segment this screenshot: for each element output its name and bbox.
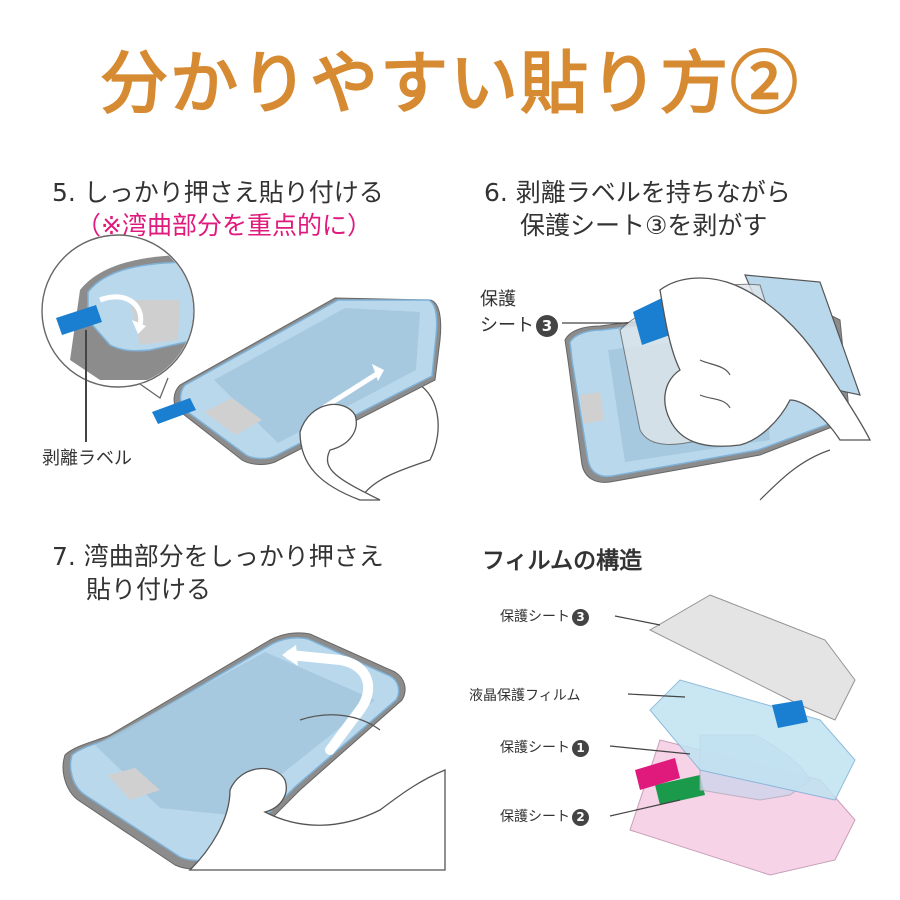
step5-finger xyxy=(299,403,381,501)
step5-callout-pointer xyxy=(139,377,169,400)
layer-lcd-film xyxy=(649,679,856,801)
layer-sheet2-tab xyxy=(655,775,705,805)
step5-home-area xyxy=(204,398,262,435)
step5-peel-tab xyxy=(152,398,196,424)
step7-arrow-head xyxy=(282,645,298,666)
layer-label-lcd-film: 液晶保護フィルム xyxy=(469,688,581,704)
step7-arrow xyxy=(285,650,374,755)
layer-sheet1-tab xyxy=(635,758,680,790)
step5-arrow xyxy=(318,369,382,413)
step6-line1: 6. 剥離ラベルを持ちながら xyxy=(484,178,791,207)
step5-zoom-peel-tab xyxy=(56,305,102,335)
step6-home-area xyxy=(580,392,604,424)
step6-text: 6. 剥離ラベルを持ちながら 保護シート③を剥がす xyxy=(484,176,791,242)
step5-illustration xyxy=(41,234,442,501)
badge-2-icon: 2 xyxy=(572,808,589,826)
protect-sheet-label-line1: 保護 xyxy=(480,289,516,310)
step5-line1: 5. しっかり押さえ貼り付ける xyxy=(52,178,384,207)
leader-lcd-film xyxy=(627,693,686,698)
leader-sheet1 xyxy=(609,745,691,755)
leader-sheet2 xyxy=(609,799,681,817)
leader-sheet3 xyxy=(614,615,661,626)
step7-text: 7. 湾曲部分をしっかり押さえ 貼り付ける xyxy=(52,540,384,606)
step5-screen xyxy=(214,308,420,443)
step7-line2: 貼り付ける xyxy=(86,575,212,604)
step7-line1: 7. 湾曲部分をしっかり押さえ xyxy=(52,542,384,571)
step6-peel-tab xyxy=(633,298,670,345)
badge-3-icon: 3 xyxy=(572,608,589,626)
step6-hand xyxy=(659,277,872,447)
page-title: 分かりやすい貼り方② xyxy=(99,44,800,124)
badge-1-icon: 1 xyxy=(572,739,589,757)
step7-home-area xyxy=(108,768,160,800)
peel-label-text: 剥離ラベル xyxy=(42,448,132,469)
step5-text: 5. しっかり押さえ貼り付ける （※湾曲部分を重点的に） xyxy=(52,176,384,242)
layer-sheet3 xyxy=(648,594,856,721)
step6-line2: 保護シート③を剥がす xyxy=(520,211,768,240)
step7-illustration xyxy=(62,632,446,871)
film-structure-diagram xyxy=(609,594,856,876)
step7-hand xyxy=(188,767,446,871)
badge-3-icon: 3 xyxy=(536,315,558,337)
step7-screen xyxy=(95,652,375,815)
step5-arrow-head xyxy=(372,364,384,381)
layer-sheet3-tab xyxy=(772,700,808,728)
step6-illustration xyxy=(562,274,872,501)
structure-heading: フィルムの構造 xyxy=(482,548,643,574)
protect-sheet-label-line2: シート xyxy=(480,315,534,336)
